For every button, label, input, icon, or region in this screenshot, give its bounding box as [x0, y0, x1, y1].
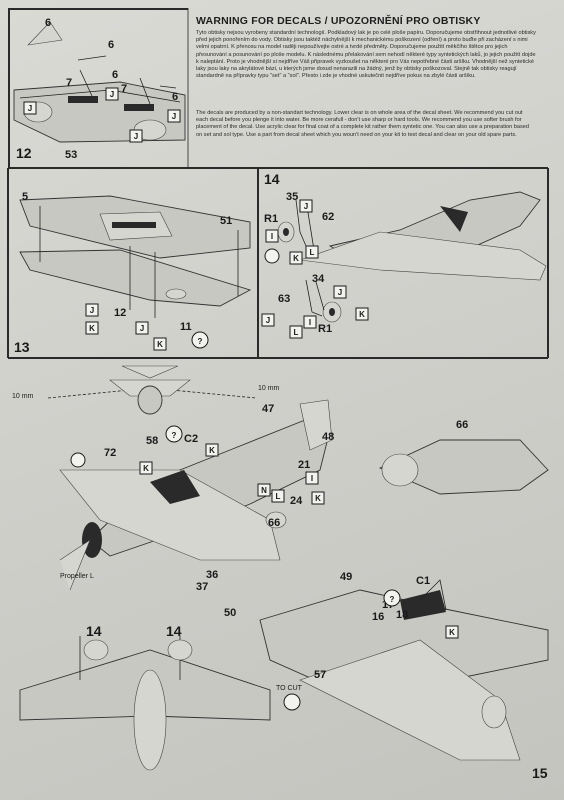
part-number: 50	[224, 607, 236, 619]
callout-letter: I	[309, 318, 311, 327]
callout-box	[129, 129, 143, 143]
part-number: 62	[322, 211, 334, 223]
part-number: 6	[172, 91, 178, 103]
part-number: 72	[104, 447, 116, 459]
part-number: 36	[206, 569, 218, 581]
callout-letter: L	[294, 328, 299, 337]
part-number: 5	[22, 191, 28, 203]
decal-warning-block: WARNING FOR DECALS / UPOZORNĚNÍ PRO OBTI…	[188, 8, 540, 168]
callout-letter: ?	[198, 337, 203, 346]
step-14-drawing	[277, 191, 547, 323]
part-number: 58	[146, 435, 158, 447]
callout-letter: K	[157, 340, 163, 349]
part-number: 16	[372, 611, 384, 623]
step-number: 14	[264, 171, 280, 187]
step-15-drawing	[19, 365, 549, 771]
callout-letter: J	[140, 324, 144, 333]
callout-box	[23, 101, 37, 115]
step-13-drawing	[19, 195, 252, 318]
part-number: 21	[298, 459, 310, 471]
callout-box	[85, 303, 99, 317]
callout-letter: ?	[172, 431, 177, 440]
callout-circle	[191, 331, 209, 349]
dimension-label: 10 mm	[12, 393, 34, 400]
warning-title: WARNING FOR DECALS / UPOZORNĚNÍ PRO OBTI…	[196, 15, 481, 27]
callout-letter: K	[359, 310, 365, 319]
part-number: 7	[66, 77, 72, 89]
part-number: 49	[340, 571, 352, 583]
callout-box	[167, 109, 181, 123]
callout-letter: K	[293, 254, 299, 263]
callout-letter: N	[261, 486, 267, 495]
callout-letter: K	[209, 446, 215, 455]
propeller-label: Propeller L	[60, 573, 94, 580]
part-number: 57	[314, 669, 326, 681]
part-number: 11	[180, 321, 192, 333]
step-number: 13	[14, 339, 30, 355]
callout-letter: L	[276, 492, 281, 501]
callout-letter: K	[143, 464, 149, 473]
warning-text-czech: Tyto obtisky nejsou vyrobeny standardní …	[196, 30, 536, 80]
callout-box	[135, 321, 149, 335]
part-number: C1	[416, 575, 430, 587]
part-number: 66	[268, 517, 280, 529]
part-number: 48	[322, 431, 334, 443]
part-number: R1	[264, 213, 278, 225]
step-12-drawing	[13, 21, 186, 143]
step-12-panel	[8, 8, 188, 168]
callout-letter: J	[28, 104, 32, 113]
callout-letter: J	[172, 112, 176, 121]
part-number: 37	[196, 581, 208, 593]
callout-letter: K	[89, 324, 95, 333]
part-number: 63	[278, 293, 290, 305]
dimension-label: 10 mm	[258, 385, 280, 392]
callout-letter: J	[134, 132, 138, 141]
part-number: R1	[318, 323, 332, 335]
part-number: 6	[112, 69, 118, 81]
callout-box	[85, 321, 99, 335]
part-number: 35	[286, 191, 298, 203]
part-number: 6	[108, 39, 114, 51]
callout-letter: ?	[390, 595, 395, 604]
callout-letter: I	[271, 232, 273, 241]
part-number: 47	[262, 403, 274, 415]
callout-letter: K	[449, 628, 455, 637]
callout-box	[105, 87, 119, 101]
to-cut-label: TO CUT	[276, 685, 303, 692]
part-number: 7	[121, 83, 127, 95]
warning-text-english: The decals are produced by a non-standar…	[196, 110, 530, 138]
part-number: 14	[86, 623, 102, 639]
step-number: 12	[16, 145, 32, 161]
part-number: 14	[166, 623, 182, 639]
callout-letter: J	[304, 202, 308, 211]
callout-letter: L	[310, 248, 315, 257]
callout-box	[153, 337, 167, 351]
callout-letter: I	[311, 474, 313, 483]
part-number: 66	[456, 419, 468, 431]
part-number: 53	[65, 149, 77, 161]
callout-letter: J	[266, 316, 270, 325]
part-number: 6	[45, 17, 51, 29]
part-number: 18	[396, 609, 408, 621]
part-number: 51	[220, 215, 232, 227]
callout-letter: J	[90, 306, 94, 315]
part-number: 12	[114, 307, 126, 319]
callout-letter: K	[315, 494, 321, 503]
part-number: 24	[290, 495, 303, 507]
part-number: C2	[184, 433, 198, 445]
part-number: 34	[312, 273, 325, 285]
callout-letter: J	[338, 288, 342, 297]
callout-letter: J	[110, 90, 114, 99]
step-number: 15	[532, 765, 548, 781]
